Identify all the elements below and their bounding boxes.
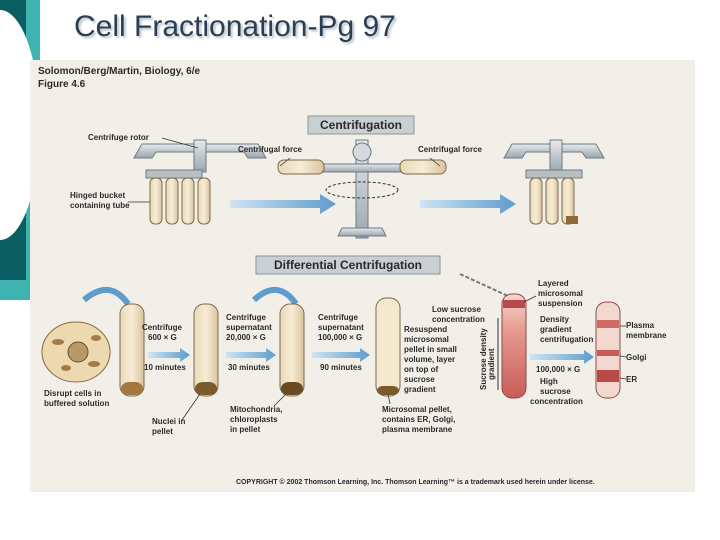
force-label-left: Centrifugal force <box>238 145 303 154</box>
resuspend-line5: on top of <box>404 365 439 374</box>
figure-source-line1: Solomon/Berg/Martin, Biology, 6/e <box>38 66 200 77</box>
layered-line2: microsomal <box>538 289 583 298</box>
resuspend-line2: microsomal <box>404 335 449 344</box>
step1-label-line1: Centrifuge <box>142 323 183 332</box>
tube-2 <box>194 304 218 396</box>
pipette <box>460 274 508 296</box>
high-line1: High <box>540 377 558 386</box>
force-label-right: Centrifugal force <box>418 145 483 154</box>
centrifugation-header: Centrifugation <box>320 118 402 132</box>
mito-label-line3: in pellet <box>230 425 261 434</box>
high-line3: concentration <box>530 397 583 406</box>
golgi-label: Golgi <box>626 353 646 362</box>
cell-fractionation-figure: Solomon/Berg/Martin, Biology, 6/e Figure… <box>30 60 695 492</box>
nuclei-label-line2: pellet <box>152 427 173 436</box>
tube-6-separated <box>596 302 620 398</box>
step2-label-line1: Centrifuge <box>226 313 267 322</box>
resuspend-line4: volume, layer <box>404 355 455 364</box>
gradient-axis-label-line2: gradient <box>487 348 496 380</box>
disrupt-label-line1: Disrupt cells in <box>44 389 101 398</box>
resuspend-line1: Resuspend <box>404 325 447 334</box>
micro-label-line1: Microsomal pellet, <box>382 405 452 414</box>
tube-3 <box>280 304 304 396</box>
differential-header: Differential Centrifugation <box>274 258 422 272</box>
disrupt-label-line2: buffered solution <box>44 399 109 408</box>
mito-label-line1: Mitochondria, <box>230 405 282 414</box>
step3-time: 90 minutes <box>320 363 362 372</box>
flow-arrow-step3 <box>312 348 370 362</box>
micro-label-line2: contains ER, Golgi, <box>382 415 455 424</box>
tube-1 <box>120 304 144 396</box>
density-line2: gradient <box>540 325 572 334</box>
flow-arrow-step1 <box>148 348 190 362</box>
step3-label-line3: 100,000 × G <box>318 333 362 342</box>
step1-label-line2: 600 × G <box>148 333 177 342</box>
layered-line1: Layered <box>538 279 569 288</box>
curved-arrow-2 <box>254 290 296 304</box>
plasma-line2: membrane <box>626 331 667 340</box>
step1-time: 10 minutes <box>144 363 186 372</box>
step2-label-line3: 20,000 × G <box>226 333 266 342</box>
micro-label-line3: plasma membrane <box>382 425 453 434</box>
resuspend-line7: gradient <box>404 385 436 394</box>
layered-line3: suspension <box>538 299 583 308</box>
resuspend-line3: pellet in small <box>404 345 457 354</box>
density-line3: centrifugation <box>540 335 593 344</box>
bucket-label-line2: containing tube <box>70 201 130 210</box>
nuclei-label-line1: Nuclei in <box>152 417 185 426</box>
step2-label-line2: supernatant <box>226 323 272 332</box>
cell-illustration <box>42 322 110 382</box>
curved-arrow-1 <box>84 290 128 304</box>
slide-title: Cell Fractionation-Pg 97 <box>74 10 396 44</box>
rotor-label: Centrifuge rotor <box>88 133 149 142</box>
rotor-spinning-center <box>278 140 446 238</box>
flow-arrow-density <box>530 350 594 364</box>
tube-5-gradient <box>502 294 526 398</box>
mito-label-line2: chloroplasts <box>230 415 278 424</box>
density-line4: 100,000 × G <box>536 365 580 374</box>
low-sucrose-line2: concentration <box>432 315 485 324</box>
rotor-stopped-right <box>504 140 604 224</box>
step2-time: 30 minutes <box>228 363 270 372</box>
plasma-line1: Plasma <box>626 321 655 330</box>
flow-arrow-step2 <box>226 348 276 362</box>
resuspend-line6: sucrose <box>404 375 435 384</box>
step3-label-line2: supernatant <box>318 323 364 332</box>
copyright-notice: COPYRIGHT © 2002 Thomson Learning, Inc. … <box>236 478 595 486</box>
flow-arrow-top-1 <box>230 194 336 214</box>
bucket-label-line1: Hinged bucket <box>70 191 125 200</box>
step3-label-line1: Centrifuge <box>318 313 359 322</box>
er-label: ER <box>626 375 637 384</box>
density-line1: Density <box>540 315 569 324</box>
figure-source-line2: Figure 4.6 <box>38 79 86 90</box>
high-line2: sucrose <box>540 387 571 396</box>
flow-arrow-top-2 <box>420 194 516 214</box>
low-sucrose-line1: Low sucrose <box>432 305 481 314</box>
tube-4 <box>376 298 400 396</box>
